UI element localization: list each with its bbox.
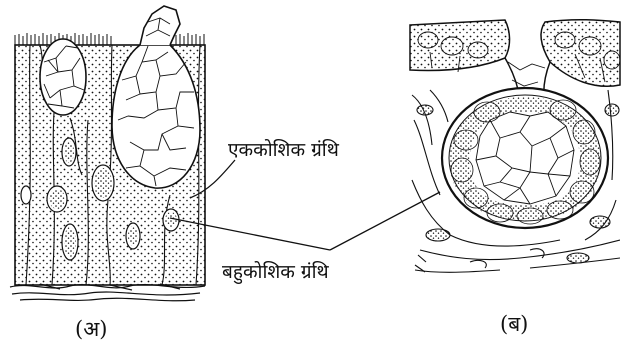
leader-multicellular-b: [330, 192, 440, 250]
figure-a-cilia: [15, 33, 204, 45]
label-multicellular-gland: बहुकोशिक ग्रंथि: [222, 258, 329, 284]
caption-figure-b: (ब): [500, 310, 528, 338]
figure-a-large-goblet-cell: [112, 6, 200, 188]
figure-b-multicellular-gland: [442, 88, 608, 228]
figure-b-surface-left: [410, 20, 510, 71]
figure-b-surface-right: [541, 20, 620, 87]
figure-b-epithelium: [410, 20, 620, 273]
leader-lines: [170, 160, 440, 250]
figure-a-epithelium: [10, 6, 205, 301]
figure-a-connective-tissue: [10, 284, 205, 301]
label-unicellular-gland: एककोशिक ग्रंथि: [228, 136, 339, 162]
caption-figure-a: (अ): [75, 315, 107, 343]
figure-a-small-goblet-cell: [40, 39, 86, 115]
